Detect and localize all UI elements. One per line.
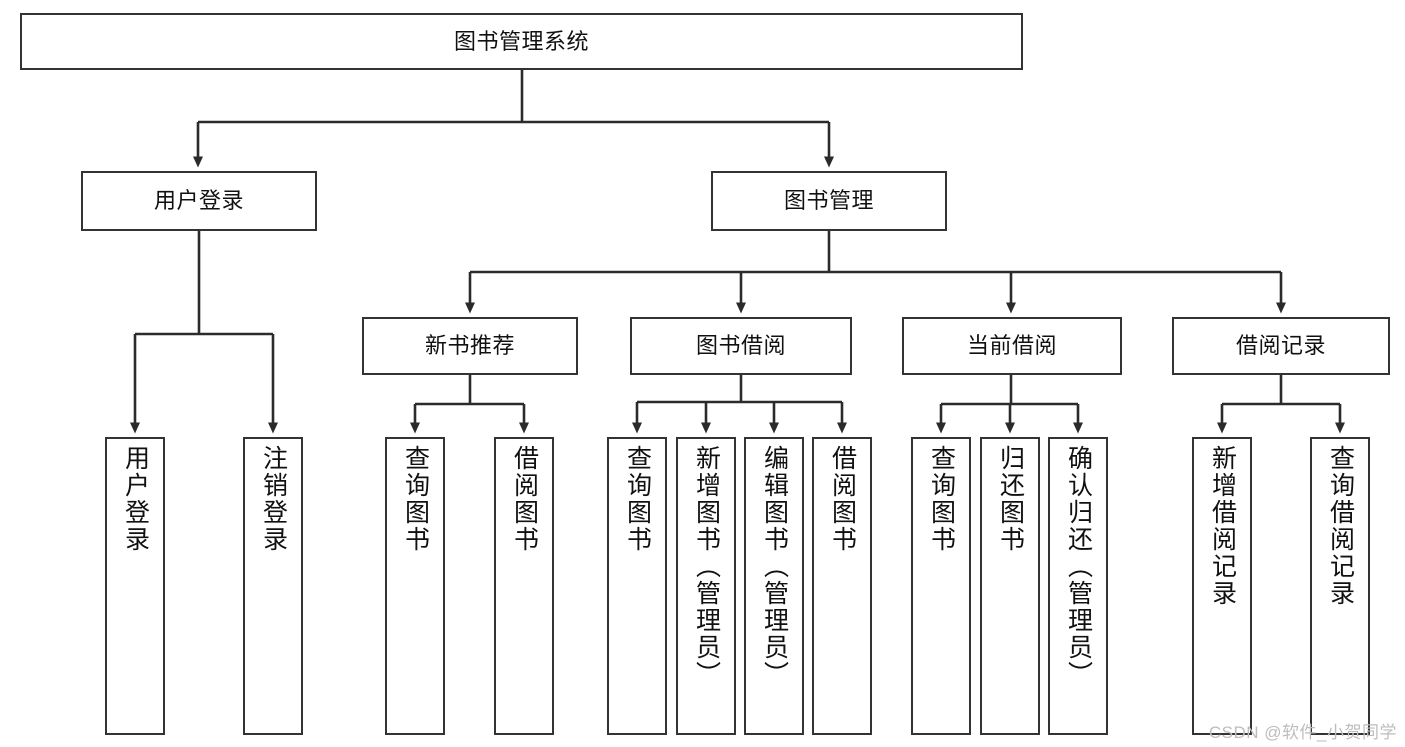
node-new-book-rec-label: 新书推荐 xyxy=(424,333,515,359)
node-leaf-query-book-3[interactable]: 查询图书 xyxy=(911,437,971,735)
node-leaf-confirm-return[interactable]: 确认归还（管理员） xyxy=(1048,437,1108,735)
node-leaf-query-record[interactable]: 查询借阅记录 xyxy=(1310,437,1370,735)
node-new-book-rec[interactable]: 新书推荐 xyxy=(362,317,578,375)
node-borrow-record[interactable]: 借阅记录 xyxy=(1172,317,1390,375)
node-book-manage-label: 图书管理 xyxy=(783,188,874,214)
node-leaf-user-login[interactable]: 用户登录 xyxy=(105,437,165,735)
node-root-label: 图书管理系统 xyxy=(453,28,589,54)
node-leaf-query-book-1[interactable]: 查询图书 xyxy=(385,437,445,735)
node-leaf-borrow-book-1-label: 借阅图书 xyxy=(510,445,539,553)
node-leaf-user-login-label: 用户登录 xyxy=(121,445,150,553)
watermark: CSDN @软件_小贺同学 xyxy=(1208,723,1397,742)
node-leaf-edit-book[interactable]: 编辑图书（管理员） xyxy=(744,437,804,735)
node-book-borrow-label: 图书借阅 xyxy=(695,333,786,359)
node-current-borrow[interactable]: 当前借阅 xyxy=(902,317,1122,375)
node-leaf-add-book[interactable]: 新增图书（管理员） xyxy=(676,437,736,735)
node-leaf-edit-book-label: 编辑图书（管理员） xyxy=(760,445,789,688)
node-leaf-return-book[interactable]: 归还图书 xyxy=(980,437,1040,735)
node-leaf-query-book-2[interactable]: 查询图书 xyxy=(607,437,667,735)
node-leaf-query-book-3-label: 查询图书 xyxy=(927,445,956,553)
node-leaf-borrow-book-1[interactable]: 借阅图书 xyxy=(494,437,554,735)
node-leaf-add-record-label: 新增借阅记录 xyxy=(1208,445,1237,607)
node-book-borrow[interactable]: 图书借阅 xyxy=(630,317,852,375)
node-leaf-return-book-label: 归还图书 xyxy=(996,445,1025,553)
node-leaf-confirm-return-label: 确认归还（管理员） xyxy=(1064,445,1093,688)
node-book-manage[interactable]: 图书管理 xyxy=(711,171,947,231)
node-leaf-add-book-label: 新增图书（管理员） xyxy=(692,445,721,688)
node-root[interactable]: 图书管理系统 xyxy=(20,13,1023,70)
node-leaf-query-book-1-label: 查询图书 xyxy=(401,445,430,553)
node-leaf-add-record[interactable]: 新增借阅记录 xyxy=(1192,437,1252,735)
node-leaf-query-book-2-label: 查询图书 xyxy=(623,445,652,553)
node-leaf-borrow-book-2[interactable]: 借阅图书 xyxy=(812,437,872,735)
node-leaf-borrow-book-2-label: 借阅图书 xyxy=(828,445,857,553)
node-leaf-logout-label: 注销登录 xyxy=(259,445,288,553)
node-leaf-query-record-label: 查询借阅记录 xyxy=(1326,445,1355,607)
node-borrow-record-label: 借阅记录 xyxy=(1235,333,1326,359)
node-leaf-logout[interactable]: 注销登录 xyxy=(243,437,303,735)
node-user-login-label: 用户登录 xyxy=(153,188,244,214)
node-user-login[interactable]: 用户登录 xyxy=(81,171,317,231)
node-current-borrow-label: 当前借阅 xyxy=(966,333,1057,359)
